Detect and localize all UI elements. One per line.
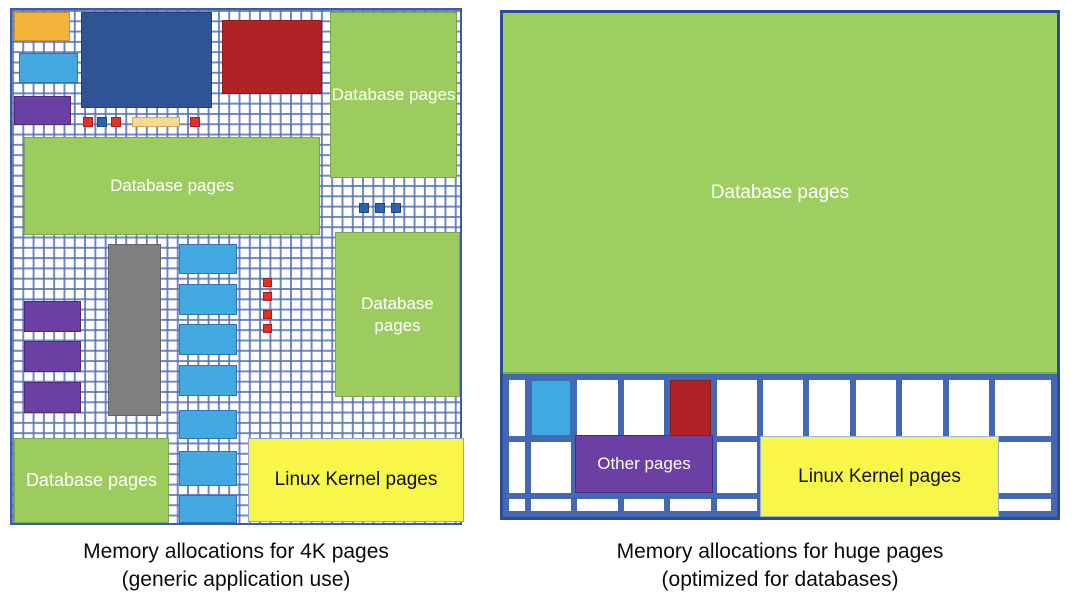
linux-kernel-pages-block: Linux Kernel pages — [760, 436, 999, 517]
mini-blue-page — [97, 117, 107, 127]
light-blue-page-block — [179, 284, 237, 315]
linux-kernel-pages-label: Linux Kernel pages — [274, 469, 438, 491]
dark-red-huge-page — [670, 380, 711, 436]
caption-line-2: (generic application use) — [121, 568, 351, 591]
mini-red-page — [263, 310, 272, 319]
large-dark-blue-page-block — [81, 12, 212, 108]
database-pages-label: Database pages — [110, 176, 234, 196]
database-pages-label: Database pages — [710, 181, 850, 203]
linux-kernel-pages-label: Linux Kernel pages — [798, 465, 961, 487]
free-huge-page — [763, 380, 804, 436]
free-huge-page — [577, 380, 618, 436]
database-pages-huge-block: Database pages — [503, 13, 1057, 374]
free-huge-page — [670, 499, 711, 511]
database-pages-block-right: Database pages — [335, 232, 460, 397]
free-huge-page — [716, 499, 757, 511]
dark-red-page-block — [222, 20, 322, 94]
panel-4k-pages-grid: Database pages Database pages Database p… — [10, 8, 464, 525]
light-blue-page-block — [179, 410, 237, 439]
free-huge-page — [531, 499, 572, 511]
purple-page-block — [24, 382, 81, 413]
caption-line-1: Memory allocations for 4K pages — [83, 540, 389, 563]
free-huge-page — [716, 442, 757, 493]
purple-page-block — [14, 96, 71, 125]
linux-kernel-pages-block: Linux Kernel pages — [248, 438, 464, 522]
light-blue-page-block — [179, 244, 237, 274]
free-huge-page — [577, 499, 618, 511]
database-pages-block-top-right: Database pages — [330, 12, 457, 178]
database-pages-block-bottom-left: Database pages — [14, 438, 169, 523]
mini-blue-page — [391, 203, 401, 213]
mini-red-page — [111, 117, 121, 127]
light-blue-page-block — [179, 324, 237, 355]
panel-huge-pages-grid: Database pages — [500, 10, 1060, 520]
other-pages-block: Other pages — [575, 435, 713, 493]
purple-page-block — [24, 341, 81, 372]
free-huge-page — [716, 380, 757, 436]
database-pages-label: Database pages — [25, 470, 158, 491]
gray-page-column — [108, 244, 161, 416]
tan-page-strip — [132, 117, 180, 127]
purple-page-block — [24, 301, 81, 332]
mini-red-page — [83, 117, 93, 127]
orange-page-block — [14, 12, 70, 41]
light-blue-page-block — [179, 451, 237, 486]
caption-line-2: (optimized for databases) — [661, 568, 899, 591]
mini-blue-page — [359, 203, 369, 213]
light-blue-page-block — [179, 495, 237, 523]
mini-blue-page — [375, 203, 385, 213]
mini-red-page — [190, 117, 200, 127]
caption-4k-pages: Memory allocations for 4K pages (generic… — [10, 538, 462, 594]
free-huge-page — [531, 442, 572, 493]
caption-line-1: Memory allocations for huge pages — [616, 540, 944, 563]
free-huge-page — [809, 380, 850, 436]
database-pages-block-middle: Database pages — [24, 137, 320, 235]
free-huge-page — [995, 499, 1051, 511]
free-huge-page — [509, 442, 525, 493]
mini-red-page — [263, 324, 272, 333]
database-pages-label: Database pages — [331, 85, 456, 105]
light-blue-huge-page — [531, 380, 572, 436]
light-blue-page-block — [179, 365, 237, 396]
free-huge-page — [509, 499, 525, 511]
free-huge-page — [509, 380, 525, 436]
free-huge-page — [855, 380, 897, 436]
mini-red-page — [263, 292, 272, 301]
caption-huge-pages: Memory allocations for huge pages (optim… — [500, 538, 1060, 594]
database-pages-label: Database pages — [361, 294, 434, 335]
free-huge-page — [623, 499, 665, 511]
free-huge-page — [995, 442, 1051, 493]
mini-red-page — [263, 278, 272, 287]
other-pages-label: Other pages — [597, 454, 691, 473]
free-huge-page — [902, 380, 943, 436]
free-huge-page — [995, 380, 1051, 436]
light-blue-page-block — [19, 53, 78, 83]
free-huge-page — [948, 380, 989, 436]
free-huge-page — [623, 380, 665, 436]
